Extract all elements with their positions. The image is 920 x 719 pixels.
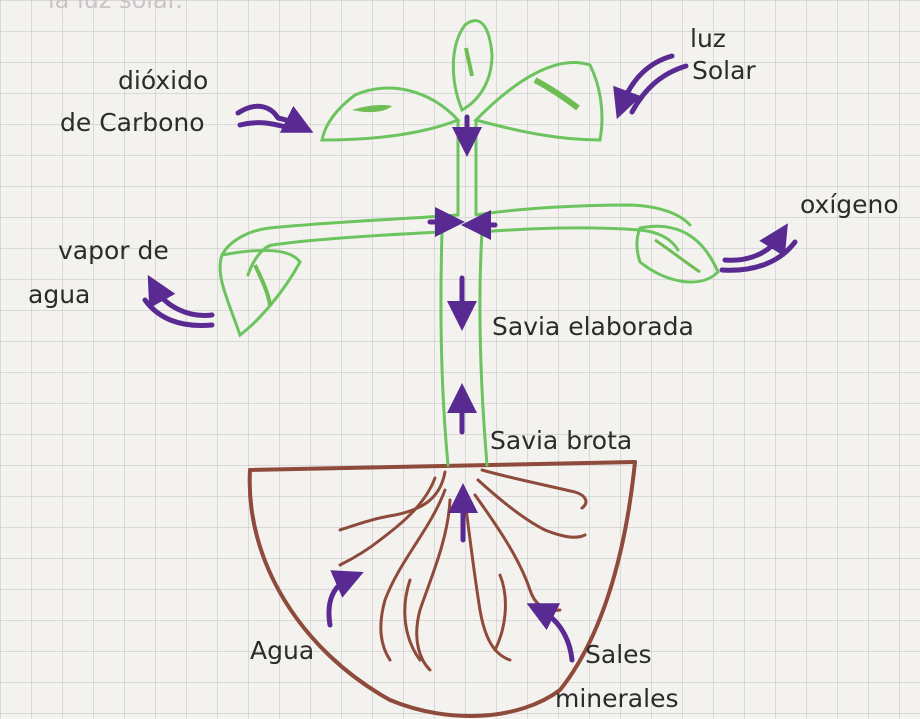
co2-arrow-inner: [240, 123, 290, 128]
vapor-arrow-inner: [145, 300, 212, 326]
label-oxigeno: oxígeno: [800, 192, 899, 217]
top-partial-text: la luz solar.: [48, 0, 183, 12]
label-sales: Sales: [585, 642, 652, 667]
label-savia-bruta: Savia brota: [490, 428, 632, 453]
label-savia-elaborada: Savia elaborada: [492, 314, 694, 339]
sun-arrow: [622, 56, 672, 105]
label-dioxido: dióxido: [118, 68, 208, 93]
vapor-arrow: [155, 288, 212, 315]
right-leaf: [637, 226, 718, 282]
label-agua: Agua: [250, 638, 314, 663]
label-solar: Solar: [692, 58, 756, 83]
minerals-arrow: [540, 610, 572, 660]
top-middle-leaf: [453, 21, 492, 110]
water-arrow: [329, 578, 350, 625]
label-de-carbono: de Carbono: [60, 110, 205, 135]
label-agua-vapor: agua: [28, 282, 90, 307]
label-luz: luz: [690, 26, 726, 51]
oxygen-arrow: [725, 236, 780, 260]
top-left-leaf: [322, 88, 458, 140]
process-arrows: [145, 56, 795, 660]
top-right-leaf: [476, 62, 602, 140]
label-vapor-de: vapor de: [58, 238, 169, 263]
label-minerales: minerales: [555, 686, 678, 711]
left-leaf: [220, 250, 300, 335]
stem: [222, 120, 690, 465]
